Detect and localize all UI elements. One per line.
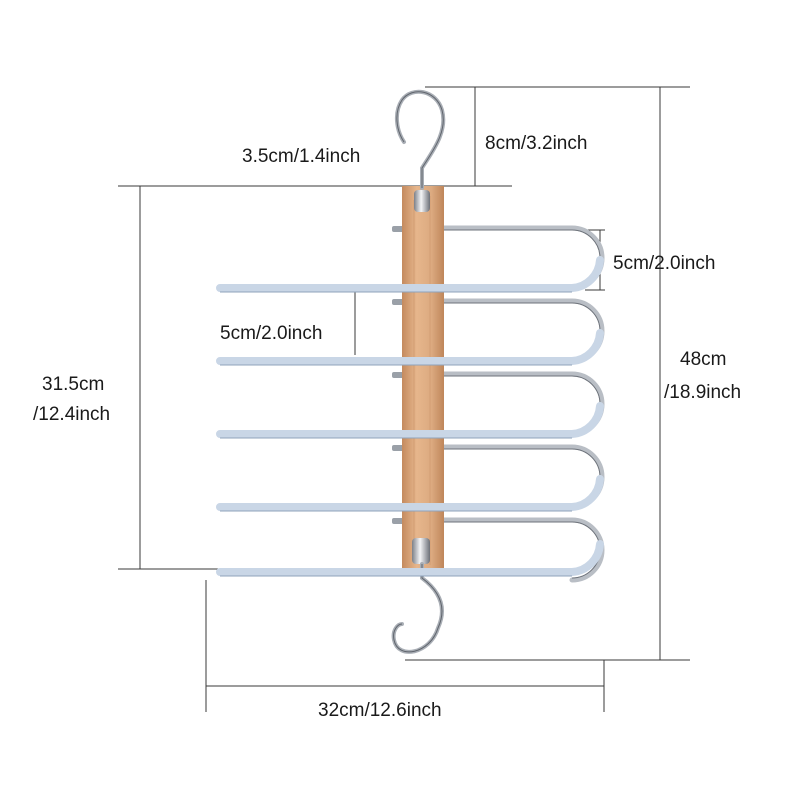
total-height-label-line2: /18.9inch (664, 382, 741, 403)
hook-height-label: 8cm/3.2inch (485, 133, 587, 154)
bottom-hook (391, 538, 444, 654)
upper-arm-2-edge (440, 302, 601, 360)
top-hook (395, 89, 446, 212)
upper-arm-2 (437, 298, 605, 364)
dimension-labels: 3.5cm/1.4inch 8cm/3.2inch 5cm/2.0inch 5c… (33, 133, 741, 721)
lower-bar-5 (216, 540, 604, 576)
total-height-label-line1: 48cm (680, 349, 726, 370)
upper-arm-3-edge (440, 375, 601, 433)
bar-spacing-left-label: 5cm/2.0inch (220, 323, 322, 344)
top-hook-edge (396, 91, 444, 188)
upper-arm-1-edge (440, 229, 601, 287)
bar-spacing-right-label: 5cm/2.0inch (613, 253, 715, 274)
lower-bar-3 (216, 402, 604, 438)
upper-arm-3 (437, 371, 605, 437)
upper-arms (437, 225, 605, 583)
wood-board (402, 186, 444, 570)
lower-bar-1 (216, 256, 604, 292)
hook-width-label: 3.5cm/1.4inch (242, 146, 360, 167)
lower-bars (216, 256, 604, 577)
bottom-hook-wire (391, 562, 444, 654)
wood-plank (402, 186, 444, 570)
upper-arm-4 (437, 444, 605, 510)
lower-bar-2 (216, 329, 604, 365)
body-height-label-line2: /12.4inch (33, 404, 110, 425)
top-hook-cap (414, 190, 430, 212)
upper-arm-1 (437, 225, 605, 291)
width-label: 32cm/12.6inch (318, 700, 442, 721)
bottom-hook-cap (412, 538, 430, 564)
bottom-hook-edge (393, 564, 443, 653)
upper-arm-4-edge (440, 448, 601, 506)
lower-bar-4 (216, 475, 604, 511)
body-height-label-line1: 31.5cm (42, 374, 104, 395)
top-hook-wire (395, 89, 446, 190)
